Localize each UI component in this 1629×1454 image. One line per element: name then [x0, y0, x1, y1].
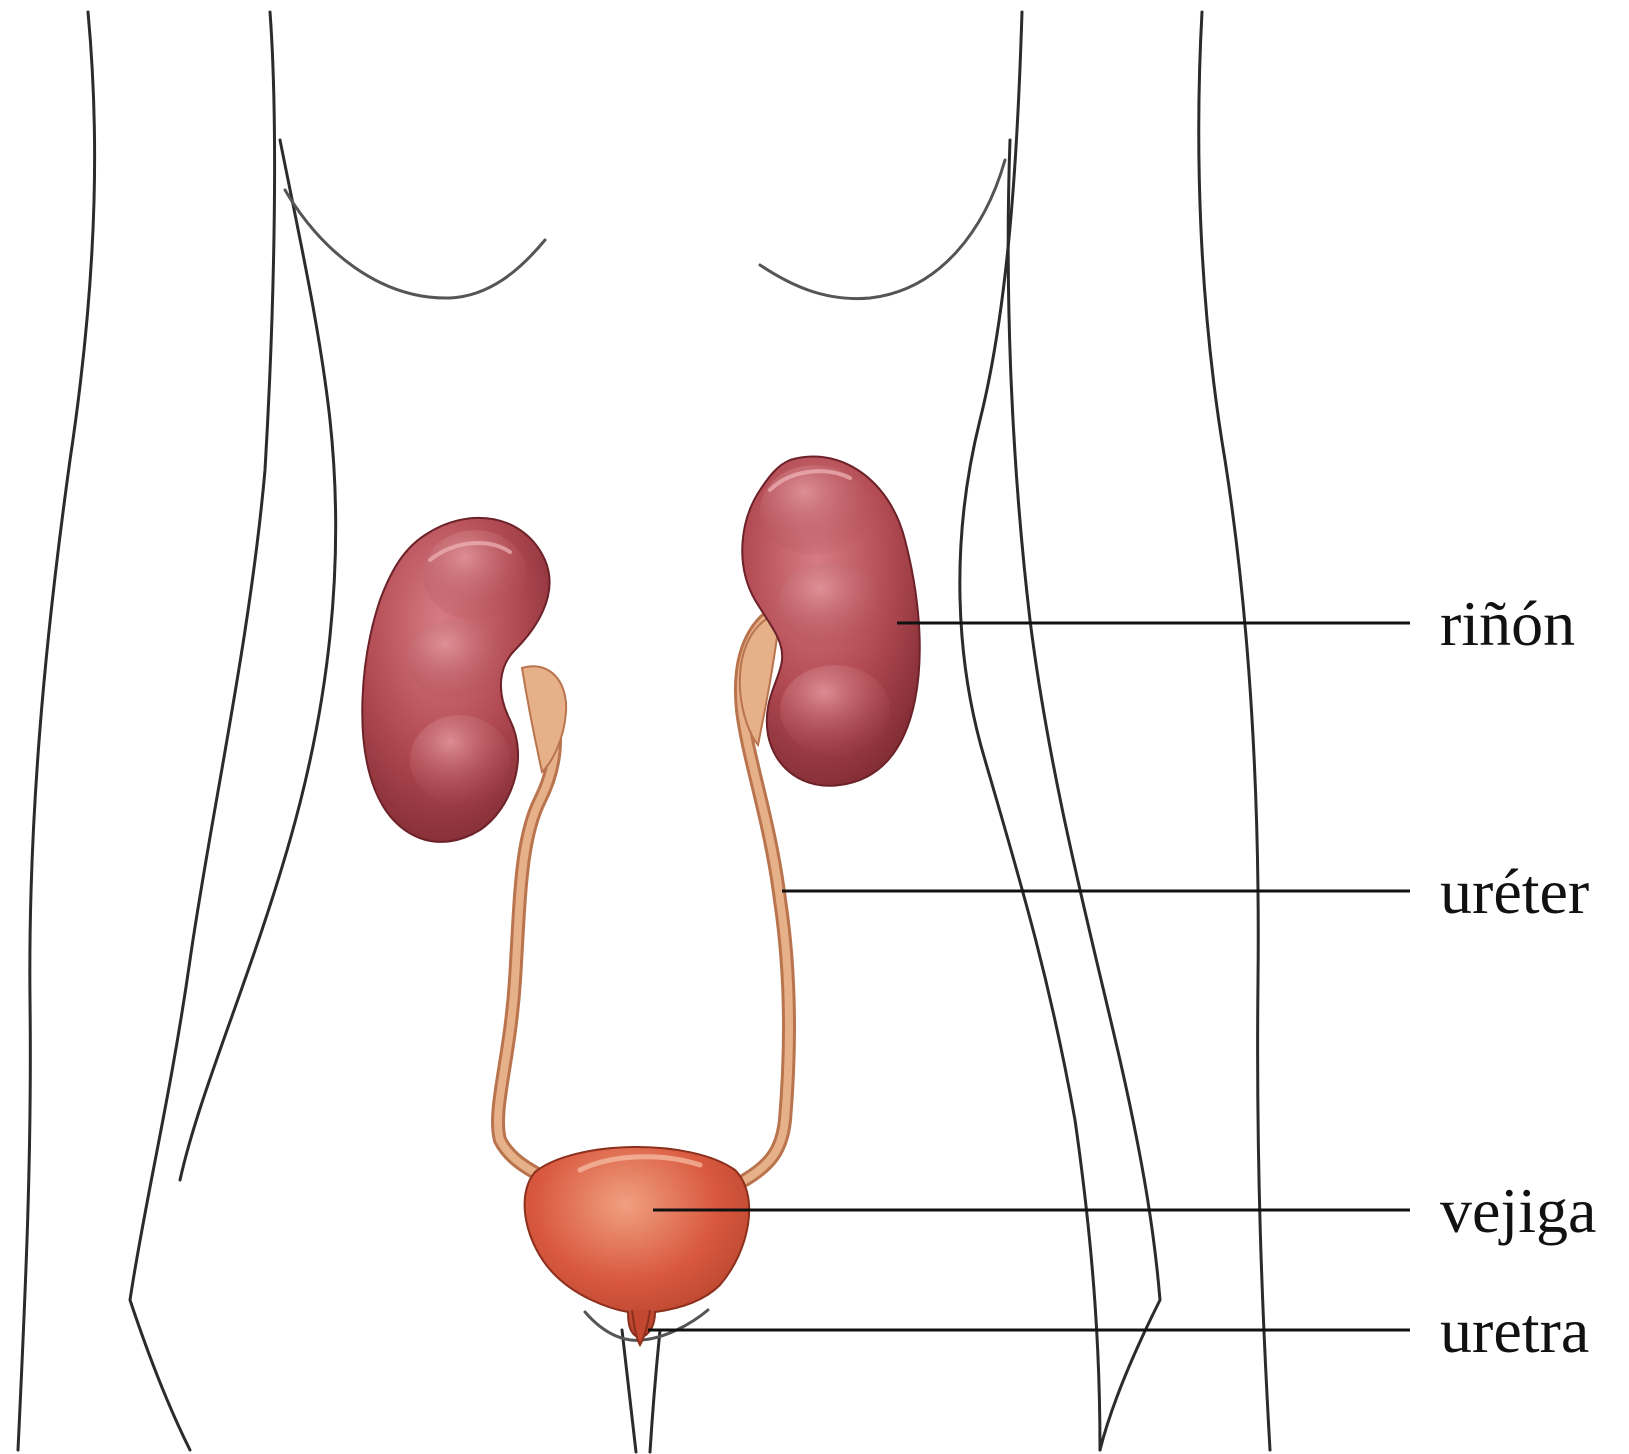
labels: riñón uréter vejiga uretra	[1440, 588, 1596, 1366]
ureters	[498, 612, 789, 1180]
ureter-label: uréter	[1440, 856, 1589, 927]
right-rib-arc	[760, 160, 1005, 299]
left-inner-flank	[130, 12, 275, 1450]
left-outer-contour	[18, 12, 95, 1450]
right-inner-leg-line	[650, 1330, 660, 1452]
right-inner-flank	[960, 12, 1100, 1450]
right-kidney	[742, 457, 919, 786]
kidney-label: riñón	[1440, 588, 1575, 659]
left-kidney	[362, 518, 549, 842]
left-rib-arc	[285, 190, 545, 298]
left-inner-leg-line	[622, 1330, 636, 1452]
urethra-label: uretra	[1440, 1295, 1589, 1366]
bladder-label: vejiga	[1440, 1175, 1596, 1246]
bladder	[525, 1147, 750, 1345]
right-oblique-line	[1008, 140, 1160, 1450]
left-oblique-line	[180, 140, 336, 1180]
leader-lines	[648, 623, 1410, 1330]
right-outer-contour	[1199, 12, 1270, 1450]
